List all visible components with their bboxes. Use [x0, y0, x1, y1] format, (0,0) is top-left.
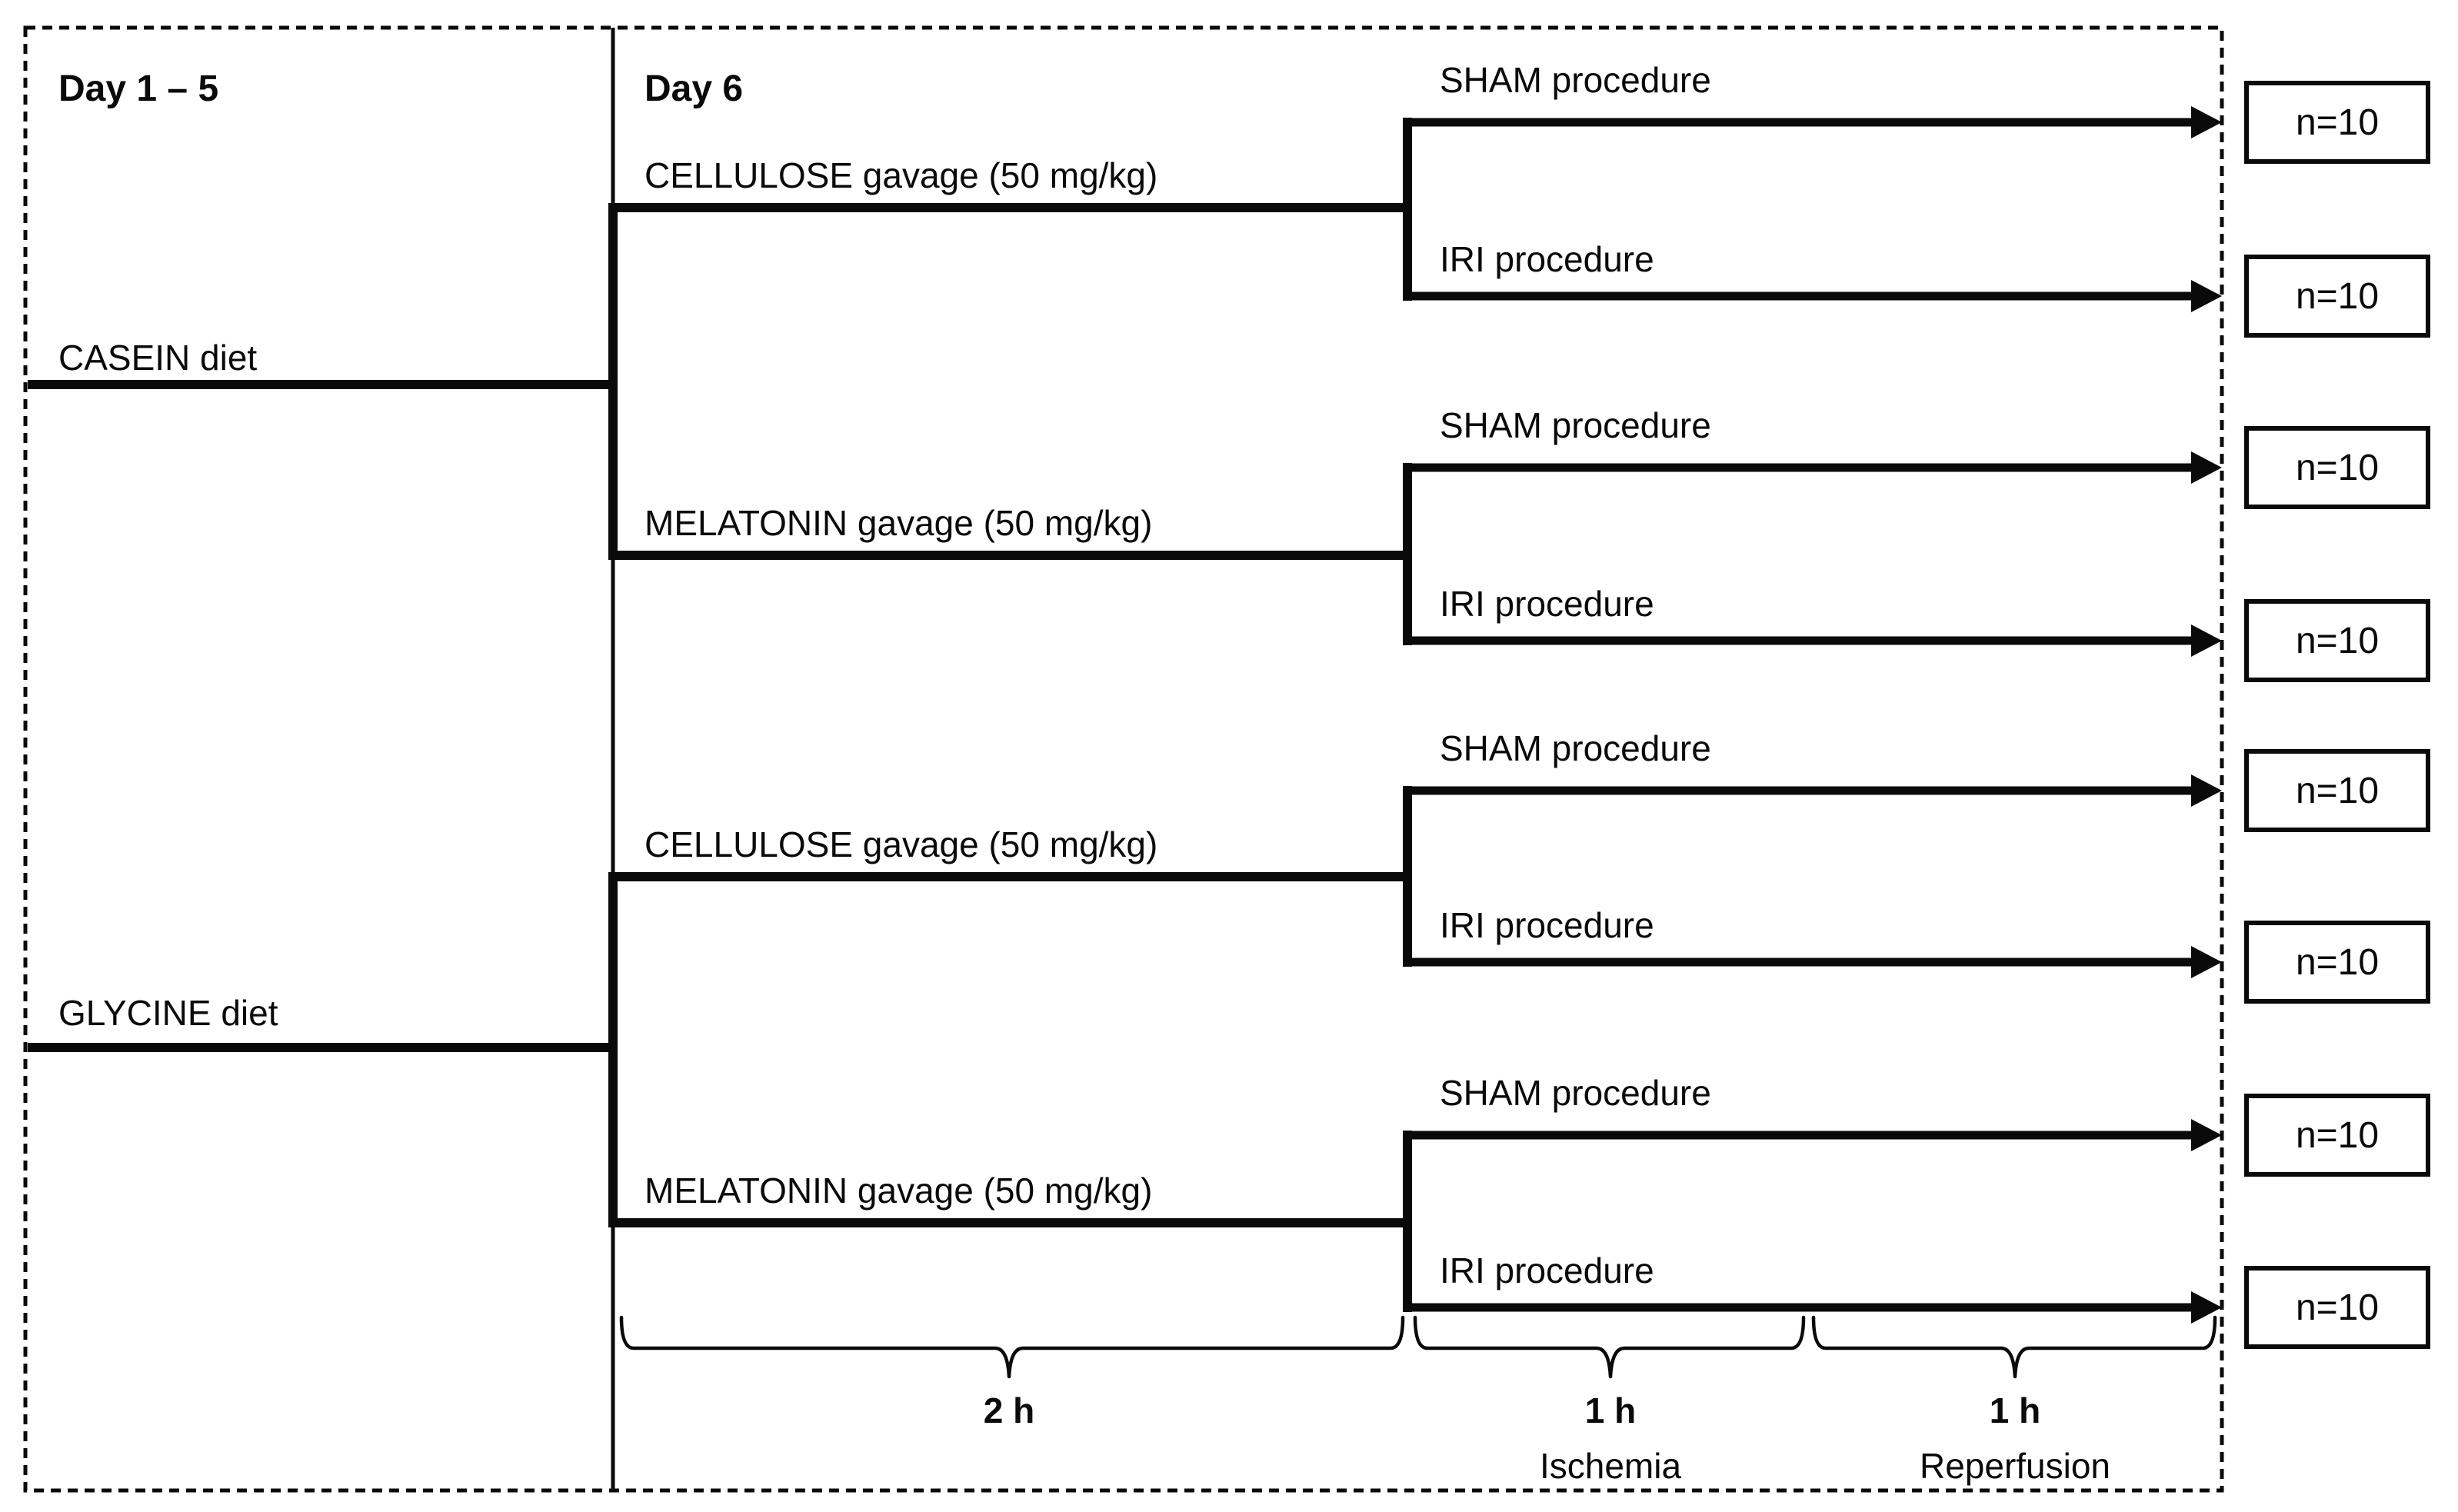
- gavage-label-glycine-melatonin: MELATONIN gavage (50 mg/kg): [644, 1171, 1153, 1211]
- phase-header-day1-5: Day 1 – 5: [58, 68, 219, 109]
- n-box-7: n=10: [2244, 1094, 2430, 1177]
- procedure-label-iri-3: IRI procedure: [1440, 905, 1654, 945]
- n-box-4: n=10: [2244, 599, 2430, 682]
- diet-label-glycine: GLYCINE diet: [58, 993, 278, 1033]
- diet-label-casein: CASEIN diet: [58, 338, 258, 378]
- procedure-label-sham-2: SHAM procedure: [1440, 405, 1711, 445]
- gavage-label-glycine-cellulose: CELLULOSE gavage (50 mg/kg): [644, 824, 1158, 864]
- n-box-5: n=10: [2244, 749, 2430, 832]
- arrow-casein-melatonin-iri: [1403, 624, 2222, 657]
- n-box-6: n=10: [2244, 921, 2430, 1004]
- arrow-glycine-cellulose-sham: [1403, 774, 2222, 807]
- arrow-glycine-melatonin-iri: [1403, 1291, 2222, 1324]
- procedure-label-sham-4: SHAM procedure: [1440, 1073, 1711, 1113]
- phase-label-ischemia: Ischemia: [1539, 1446, 1682, 1486]
- procedure-label-sham-1: SHAM procedure: [1440, 60, 1711, 100]
- phase-label-reperfusion: Reperfusion: [1919, 1446, 2111, 1486]
- gavage-label-casein-cellulose: CELLULOSE gavage (50 mg/kg): [644, 155, 1158, 195]
- gavage-label-casein-melatonin: MELATONIN gavage (50 mg/kg): [644, 503, 1153, 543]
- duration-label-ischemia: 1 h: [1584, 1390, 1637, 1430]
- duration-label-reperfusion: 1 h: [1989, 1390, 2041, 1430]
- arrow-casein-cellulose-sham: [1403, 106, 2222, 138]
- duration-label-gavage: 2 h: [983, 1390, 1035, 1430]
- procedure-label-iri-1: IRI procedure: [1440, 239, 1654, 279]
- procedure-label-sham-3: SHAM procedure: [1440, 728, 1711, 768]
- procedure-label-iri-4: IRI procedure: [1440, 1251, 1654, 1291]
- n-box-3: n=10: [2244, 426, 2430, 509]
- procedure-label-iri-2: IRI procedure: [1440, 584, 1654, 624]
- arrow-casein-melatonin-sham: [1403, 451, 2222, 484]
- arrow-casein-cellulose-iri: [1403, 280, 2222, 312]
- n-box-8: n=10: [2244, 1266, 2430, 1349]
- brace-1h-reperfusion: [1811, 1315, 2217, 1379]
- phase-header-day6: Day 6: [644, 68, 744, 109]
- n-box-1: n=10: [2244, 81, 2430, 164]
- brace-2h: [619, 1315, 1405, 1379]
- arrow-glycine-cellulose-iri: [1403, 946, 2222, 978]
- dashed-frame: [23, 25, 2224, 1493]
- arrow-glycine-melatonin-sham: [1403, 1119, 2222, 1151]
- brace-1h-ischemia: [1413, 1315, 1806, 1379]
- n-box-2: n=10: [2244, 255, 2430, 338]
